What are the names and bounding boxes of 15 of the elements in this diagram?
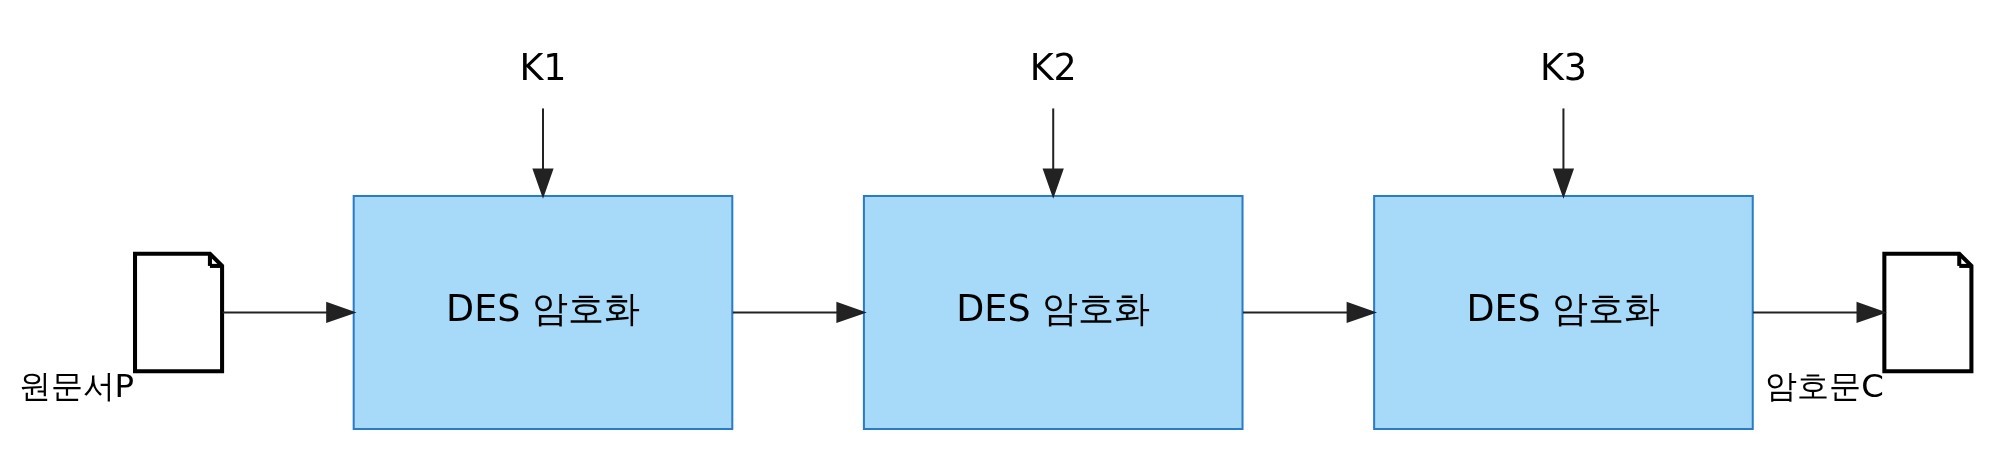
- node-box: DES 암호화: [1373, 194, 1754, 430]
- node-label: 암호문C: [1765, 366, 1884, 405]
- arrow: [732, 301, 867, 323]
- arrow: [1243, 301, 1377, 323]
- arrow: [222, 301, 357, 323]
- node-text: K3: [1539, 45, 1587, 89]
- node-text: K1: [519, 45, 567, 89]
- node-box: DES 암호화: [352, 194, 734, 430]
- node-label: 원문서P: [18, 366, 135, 405]
- arrow: [1552, 107, 1575, 199]
- arrow: [1753, 301, 1887, 323]
- node-text: K2: [1029, 45, 1077, 89]
- node-box: DES 암호화: [862, 194, 1244, 430]
- arrow: [1042, 107, 1064, 199]
- arrow: [532, 107, 554, 199]
